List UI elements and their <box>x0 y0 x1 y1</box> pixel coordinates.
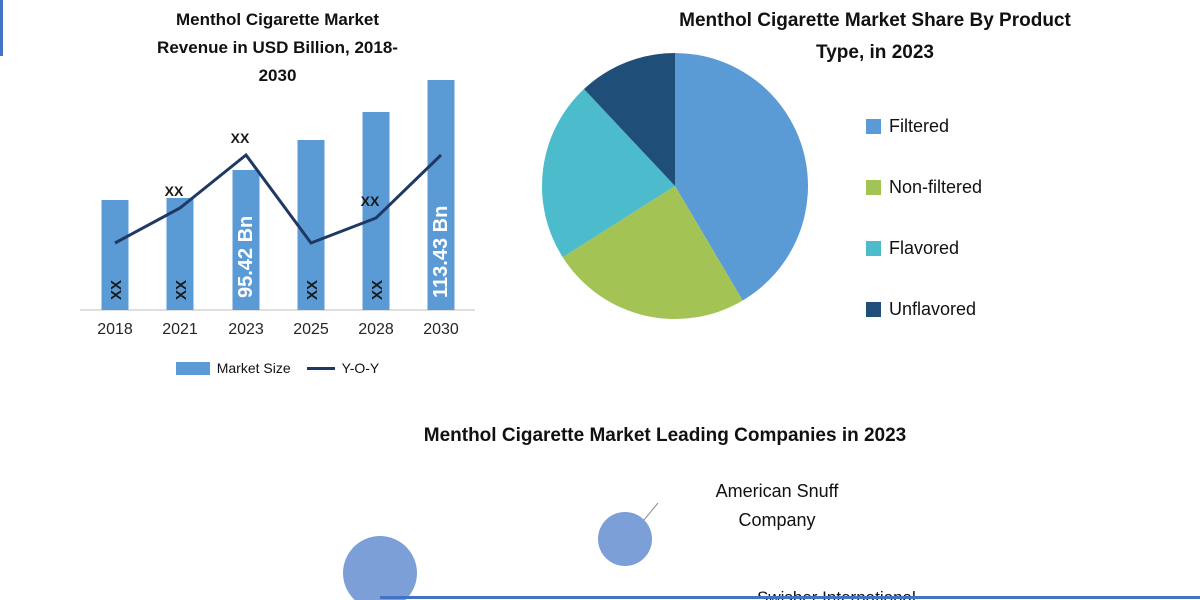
pie-chart-legend: Filtered Non-filtered Flavored Unflavore… <box>866 116 982 320</box>
american-snuff-label-line-2: Company <box>738 510 816 530</box>
svg-text:2028: 2028 <box>358 321 394 338</box>
product-type-pie-chart: Menthol Cigarette Market Share By Produc… <box>500 0 1200 410</box>
market-size-legend-label: Market Size <box>216 360 291 376</box>
pie-chart-canvas <box>542 53 809 319</box>
svg-text:2023: 2023 <box>228 321 264 338</box>
legend-item-flavored: Flavored <box>866 238 982 259</box>
filtered-legend-swatch <box>866 119 881 134</box>
svg-text:XX: XX <box>304 280 321 300</box>
market-size-legend-item: Market Size <box>175 360 291 376</box>
yoy-legend-label: Y-O-Y <box>341 360 380 376</box>
svg-text:2021: 2021 <box>162 321 198 338</box>
revenue-bar-chart-canvas: XX 2018 XX 2021 95.42 Bn 2023 XX 2025 XX 2028 113.… <box>80 80 475 338</box>
bubble-chart-canvas <box>343 502 659 600</box>
svg-text:XX: XX <box>165 183 184 199</box>
revenue-chart-title: Menthol Cigarette Market Revenue in USD … <box>55 6 500 90</box>
svg-text:95.42 Bn: 95.42 Bn <box>235 216 257 298</box>
flavored-legend-label: Flavored <box>889 238 960 258</box>
pie-title-line-2: Type, in 2023 <box>816 42 934 63</box>
frame-bottom-border <box>380 596 1200 599</box>
unflavored-legend-label: Unflavored <box>889 299 977 319</box>
svg-text:113.43 Bn: 113.43 Bn <box>430 206 452 298</box>
revenue-title-line-2: Revenue in USD Billion, 2018- <box>157 38 398 57</box>
american-snuff-label-line-1: American Snuff <box>715 481 839 501</box>
market-size-legend-swatch <box>175 361 210 375</box>
svg-text:XX: XX <box>108 280 125 300</box>
svg-text:2030: 2030 <box>423 321 459 338</box>
yoy-legend-item: Y-O-Y <box>306 360 380 376</box>
svg-text:XX: XX <box>361 193 380 209</box>
svg-text:2018: 2018 <box>97 321 133 338</box>
revenue-chart-legend: Market Size Y-O-Y <box>55 360 500 376</box>
pie-chart-title: Menthol Cigarette Market Share By Produc… <box>625 5 1125 69</box>
unflavored-legend-swatch <box>866 302 881 317</box>
revenue-title-line-3: 2030 <box>258 66 297 85</box>
frame-left-border <box>0 0 3 56</box>
svg-text:XX: XX <box>369 280 386 300</box>
svg-text:2025: 2025 <box>293 321 329 338</box>
bubble-chart-title: Menthol Cigarette Market Leading Compani… <box>423 425 907 446</box>
legend-item-filtered: Filtered <box>866 116 982 137</box>
svg-text:XX: XX <box>173 280 190 300</box>
revenue-bar-chart: Menthol Cigarette Market Revenue in USD … <box>55 0 500 405</box>
non-filtered-legend-swatch <box>866 180 881 195</box>
legend-item-unflavored: Unflavored <box>866 299 982 320</box>
filtered-legend-label: Filtered <box>889 116 950 136</box>
yoy-legend-swatch <box>306 366 335 370</box>
revenue-title-line-1: Menthol Cigarette Market <box>175 10 380 29</box>
flavored-legend-swatch <box>866 241 881 256</box>
pie-title-line-1: Menthol Cigarette Market Share By Produc… <box>679 10 1071 31</box>
legend-item-non-filtered: Non-filtered <box>866 177 982 198</box>
svg-text:XX: XX <box>231 130 250 146</box>
american-snuff-company-label: American Snuff Company <box>677 477 877 535</box>
leading-companies-bubble-chart: Menthol Cigarette Market Leading Compani… <box>0 415 1200 600</box>
non-filtered-legend-label: Non-filtered <box>889 177 983 197</box>
